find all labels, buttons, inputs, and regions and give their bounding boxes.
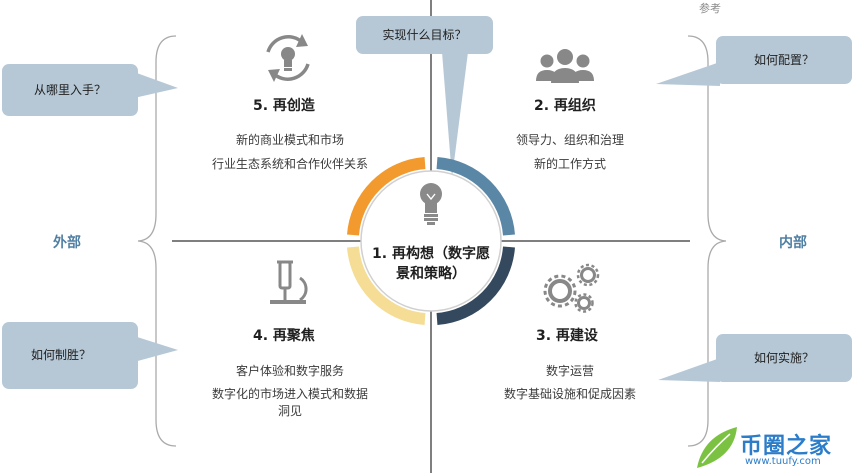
logo-name: 币圈之家 — [740, 434, 833, 459]
center-title-line-2: 景和策略） — [396, 266, 466, 282]
q4-microscope-icon — [270, 260, 308, 304]
bubble-top-text: 实现什么目标？ — [382, 28, 467, 42]
right-brace — [687, 35, 727, 447]
center-circle — [360, 170, 502, 312]
q4-line-2: 数字化的市场进入模式和数据 — [211, 387, 368, 401]
bubble-top-shape — [356, 16, 493, 178]
reference-note: 参考 — [699, 2, 721, 15]
bubble-right-top-text: 如何配置？ — [753, 53, 814, 67]
q5-line-2: 行业生态系统和合作伙伴关系 — [211, 157, 368, 171]
ring-arc-pale-yellow — [347, 246, 426, 325]
bubble-right-top-shape — [656, 36, 852, 86]
ring-arc-orange — [347, 157, 426, 236]
q3-title: 3. 再建设 — [536, 328, 598, 344]
q5-line-1: 新的商业模式和市场 — [235, 133, 344, 147]
q2-line-1: 领导力、组织和治理 — [515, 133, 624, 147]
q4-line-3: 洞见 — [277, 404, 302, 418]
q2-line-2: 新的工作方式 — [533, 157, 606, 171]
q4-line-1: 客户体验和数字服务 — [235, 364, 344, 378]
q2-people-group-icon — [536, 49, 594, 83]
left-brace — [137, 35, 177, 447]
q3-gears-icon — [543, 263, 600, 313]
ring-arc-steel-blue — [436, 157, 515, 236]
bubble-left-bottom-shape — [2, 322, 178, 389]
leaf-logo-icon — [697, 427, 737, 468]
bubble-right-bottom-shape — [658, 334, 852, 382]
q5-title: 5. 再创造 — [253, 98, 315, 114]
bubble-left-bottom-text: 如何制胜？ — [30, 348, 91, 362]
center-title-line-1: 1. 再构想（数字愿 — [372, 246, 490, 262]
bubble-left-top-shape — [2, 64, 178, 116]
q3-line-1: 数字运营 — [545, 364, 594, 378]
center-lightbulb-icon — [420, 183, 442, 225]
bubble-right-bottom-text: 如何实施？ — [753, 351, 814, 365]
ring-arc-dark-navy — [436, 246, 515, 325]
side-label-external: 外部 — [53, 235, 81, 251]
q3-line-2: 数字基础设施和促成因素 — [503, 387, 636, 401]
q2-title: 2. 再组织 — [534, 98, 596, 114]
bubble-left-top-text: 从哪里入手？ — [33, 83, 106, 97]
q4-title: 4. 再聚焦 — [253, 328, 315, 344]
logo-url: www.tuufy.com — [745, 456, 821, 467]
q5-lightbulb-cycle-icon — [266, 34, 310, 82]
side-label-internal: 内部 — [779, 235, 807, 251]
center-title: 1. 再构想（数字愿 景和策略） — [356, 244, 506, 284]
